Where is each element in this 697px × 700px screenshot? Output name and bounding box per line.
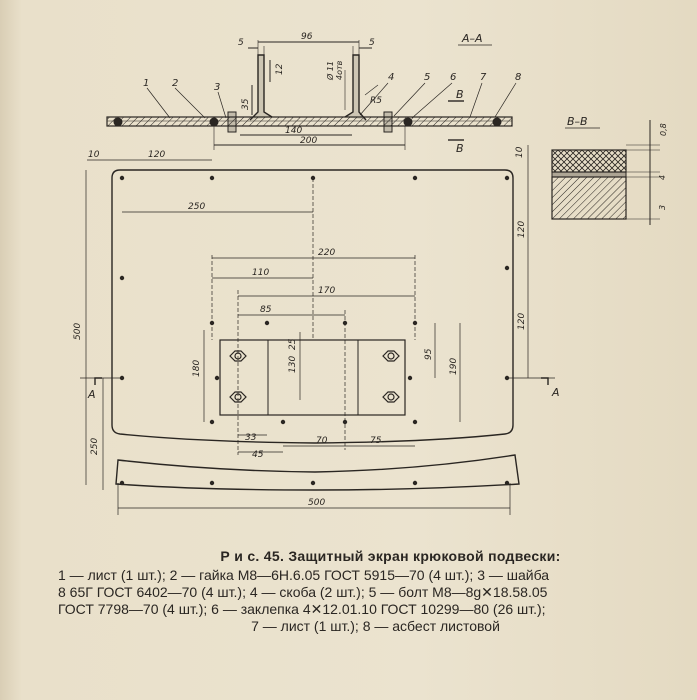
part-number-7: 7 <box>480 72 487 83</box>
dim-r5: R5 <box>370 96 382 106</box>
part-callouts: 1 2 3 4 5 6 7 8 <box>143 72 521 93</box>
cut-a-left-letter: А <box>87 388 96 401</box>
part-number-4: 4 <box>388 72 394 83</box>
part-number-6: 6 <box>450 72 456 83</box>
dim-25: 25 <box>288 338 298 350</box>
dim-33: 33 <box>245 433 257 443</box>
cut-b-bottom-letter: В <box>456 142 464 155</box>
part-number-1: 1 <box>143 78 149 89</box>
part-number-5: 5 <box>424 72 430 83</box>
dim-250-vertical: 250 <box>90 438 100 455</box>
caption-title: Р и с. 45. Защитный экран крюковой подве… <box>220 548 561 564</box>
dim-190: 190 <box>449 358 459 375</box>
section-bb-label: В–В <box>567 115 588 128</box>
cut-b-top-letter: В <box>456 88 464 101</box>
caption-line-4: 7 — лист (1 шт.); 8 — асбест листовой <box>251 618 500 634</box>
dim-180: 180 <box>192 360 202 377</box>
section-aa-view <box>106 40 517 150</box>
plan-view <box>80 145 555 515</box>
caption-line-3: ГОСТ 7798—70 (4 шт.); 6 — заклепка 4✕12.… <box>58 601 546 617</box>
dim-250-top: 250 <box>188 202 205 212</box>
dim-140: 140 <box>285 126 302 136</box>
section-bb-view <box>551 120 660 225</box>
dim-500-horizontal: 500 <box>308 498 325 508</box>
dim-12: 12 <box>275 63 285 75</box>
dim-4-bb: 4 <box>658 175 667 180</box>
section-aa-label: А–А <box>461 32 483 45</box>
dim-5-right: 5 <box>369 38 375 48</box>
cut-a-right-letter: А <box>551 386 560 399</box>
dim-96: 96 <box>301 32 313 42</box>
figure-caption: Р и с. 45. Защитный экран крюковой подве… <box>58 548 683 635</box>
dim-110: 110 <box>252 268 269 278</box>
section-bb-dimensions: 0,8 4 3 <box>658 123 668 210</box>
dim-85: 85 <box>260 305 272 315</box>
dim-75: 75 <box>370 436 382 446</box>
top-view-dimensions: 96 5 5 12 35 Ø 11 4отв R5 140 200 <box>238 32 382 146</box>
dim-200: 200 <box>300 136 317 146</box>
dim-10-right: 10 <box>515 146 525 158</box>
part-number-2: 2 <box>172 78 178 89</box>
dim-120-right-lower: 120 <box>517 313 527 330</box>
part-number-8: 8 <box>515 72 521 83</box>
dim-120-top: 120 <box>148 150 165 160</box>
dim-220: 220 <box>318 248 335 258</box>
plan-dimensions: 10 120 10 250 500 250 220 110 170 85 180… <box>73 146 527 508</box>
dim-35: 35 <box>241 98 251 110</box>
dim-3-bb: 3 <box>658 205 667 210</box>
dim-130: 130 <box>288 356 298 373</box>
dim-5-left: 5 <box>238 38 244 48</box>
dim-170: 170 <box>318 286 335 296</box>
caption-line-2: 8 65Г ГОСТ 6402—70 (4 шт.); 4 — скоба (2… <box>58 584 548 600</box>
dim-70: 70 <box>316 436 328 446</box>
dim-0-8: 0,8 <box>659 123 668 136</box>
bolt-heads <box>229 350 400 403</box>
caption-line-1: 1 — лист (1 шт.); 2 — гайка М8—6Н.6.05 Г… <box>58 567 550 583</box>
dim-45: 45 <box>252 450 264 460</box>
part-number-3: 3 <box>214 82 220 93</box>
dim-hole-count: 4отв <box>335 60 344 80</box>
dim-hole-diameter: Ø 11 <box>325 61 335 81</box>
dim-120-right-upper: 120 <box>517 221 527 238</box>
dim-10-left: 10 <box>88 150 100 160</box>
dim-95: 95 <box>424 348 434 360</box>
dim-500-vertical: 500 <box>73 323 83 340</box>
